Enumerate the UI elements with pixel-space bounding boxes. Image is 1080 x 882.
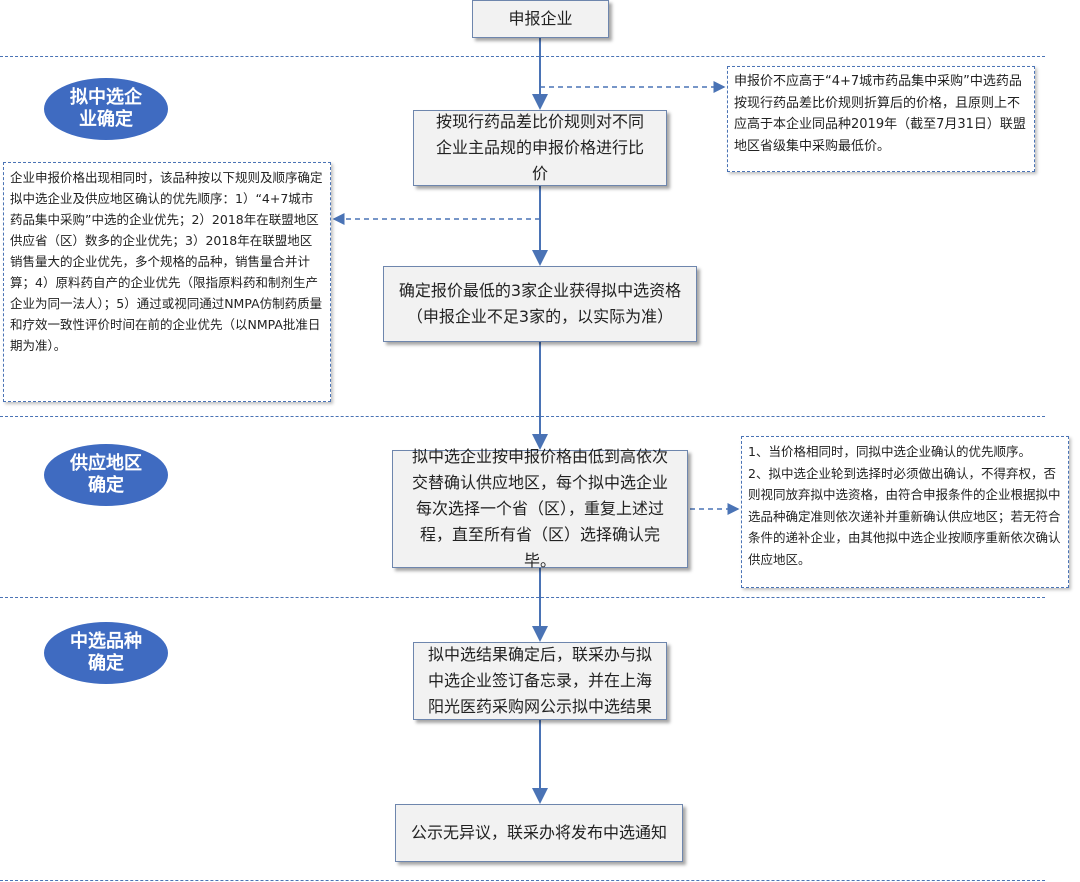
note-text-2: 2、拟中选企业轮到选择时必须做出确认，不得弃权，否则视同放弃拟中选资格，由符合申…: [748, 465, 1061, 567]
step-supply-region-selection: 拟中选企业按申报价格由低到高依次交替确认供应地区，每个拟中选企业每次选择一个省（…: [392, 447, 688, 570]
step-price-comparison: 按现行药品差比价规则对不同企业主品规的申报价格进行比价: [413, 110, 667, 186]
step-text: 拟中选企业按申报价格由低到高依次交替确认供应地区，每个拟中选企业每次选择一个省（…: [411, 447, 668, 570]
section-separator-1: [0, 416, 1045, 417]
step-text: 申报企业: [508, 9, 573, 28]
note-text-1: 1、当价格相同时，同拟中选企业确认的优先顺序。: [748, 444, 1031, 459]
step-text-line2: （申报企业不足3家的，以实际为准）: [406, 307, 674, 326]
phase-label-supply-region: 供应地区确定: [70, 453, 142, 496]
step-text-line1: 确定报价最低的3家企业获得拟中选资格: [398, 281, 682, 300]
section-separator-2: [0, 597, 1045, 598]
phase-oval-selected-product: 中选品种确定: [44, 622, 168, 684]
phase-oval-candidate: 拟中选企业确定: [44, 78, 168, 140]
phase-oval-supply-region: 供应地区确定: [44, 444, 168, 506]
step-text: 拟中选结果确定后，联采办与拟中选企业签订备忘录，并在上海阳光医药采购网公示拟中选…: [427, 645, 652, 716]
step-text: 公示无异议，联采办将发布中选通知: [410, 823, 667, 842]
note-tie-rule: 企业申报价格出现相同时，该品种按以下规则及顺序确定拟中选企业及供应地区确认的优先…: [3, 162, 331, 402]
note-price-rule: 申报价不应高于“4+7城市药品集中采购”中选药品按现行药品差比价规则折算后的价格…: [727, 66, 1035, 172]
step-memorandum: 拟中选结果确定后，联采办与拟中选企业签订备忘录，并在上海阳光医药采购网公示拟中选…: [413, 642, 667, 720]
note-text: 企业申报价格出现相同时，该品种按以下规则及顺序确定拟中选企业及供应地区确认的优先…: [10, 170, 323, 353]
section-separator-bottom: [0, 880, 1045, 881]
section-separator-top: [0, 56, 1045, 57]
step-publication: 公示无异议，联采办将发布中选通知: [395, 804, 683, 862]
note-supply-rule: 1、当价格相同时，同拟中选企业确认的优先顺序。 2、拟中选企业轮到选择时必须做出…: [741, 436, 1069, 588]
phase-label-candidate: 拟中选企业确定: [70, 87, 142, 130]
step-declaring-enterprise: 申报企业: [472, 0, 609, 38]
step-lowest-three: 确定报价最低的3家企业获得拟中选资格 （申报企业不足3家的，以实际为准）: [383, 266, 697, 342]
step-text: 按现行药品差比价规则对不同企业主品规的申报价格进行比价: [435, 112, 644, 183]
note-text: 申报价不应高于“4+7城市药品集中采购”中选药品按现行药品差比价规则折算后的价格…: [734, 74, 1026, 154]
phase-label-selected-product: 中选品种确定: [70, 631, 142, 674]
